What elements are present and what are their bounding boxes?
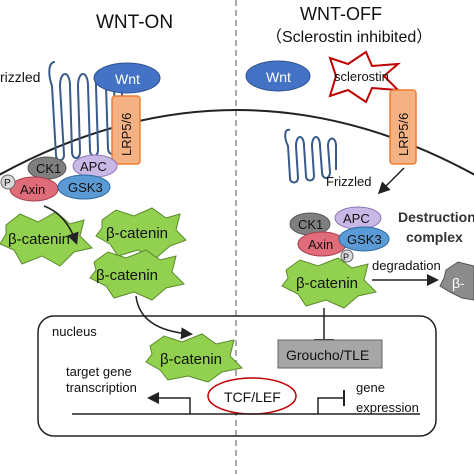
- destruction-label-1: Destruction: [398, 209, 474, 225]
- nucleus-label: nucleus: [52, 324, 97, 339]
- nucleus: [37, 315, 437, 437]
- nucleus-catenin-label: β-catenin: [160, 351, 222, 368]
- arrow-transcription: [147, 392, 191, 414]
- right-panel-title: WNT-OFF: [300, 4, 382, 24]
- right-lrp56: [389, 89, 417, 165]
- gene-expression-label-1: gene: [356, 380, 385, 395]
- target-gene-label-2: transcription: [66, 380, 137, 395]
- right-catenin-label: β-catenin: [296, 275, 358, 292]
- right-frizzled-label: Frizzled: [326, 174, 372, 189]
- left-gsk3: [57, 174, 111, 200]
- right-phosphate-label: P: [343, 252, 349, 262]
- right-frizzled-receptor: [284, 128, 337, 184]
- right-lrp56-label: LRP5/6: [396, 113, 411, 156]
- right-catenin: [281, 257, 377, 309]
- left-lrp56: [111, 95, 141, 165]
- right-phosphate: [340, 249, 354, 263]
- groucho-tle: [277, 339, 383, 369]
- left-axin-label: Axin: [20, 182, 45, 197]
- left-catenin-3-label: β-catenin: [96, 267, 158, 284]
- left-phosphate: [0, 174, 16, 190]
- right-wnt: [245, 60, 311, 92]
- gene-expression-label-2: expression: [356, 400, 419, 415]
- degraded-catenin: [439, 261, 474, 301]
- inhibition-expression: [317, 397, 344, 414]
- right-wnt-label: Wnt: [266, 69, 291, 85]
- nucleus-catenin: [145, 333, 244, 383]
- arrow-catenin-to-nucleus: [135, 295, 193, 340]
- left-catenin-3: [89, 249, 185, 301]
- groucho-tle-label: Groucho/TLE: [286, 347, 369, 363]
- arrow-complex-to-catenin: [43, 205, 79, 245]
- left-phosphate-label: P: [4, 178, 11, 189]
- left-panel-title: WNT-ON: [96, 12, 173, 33]
- right-panel-subtitle: （Sclerostin inhibited）: [266, 28, 432, 46]
- destruction-label-2: complex: [406, 229, 463, 245]
- target-gene-label-1: target gene: [66, 364, 132, 379]
- right-gsk3-label: GSK3: [347, 232, 382, 247]
- degraded-catenin-label: β-: [452, 275, 465, 291]
- left-apc-label: APC: [80, 159, 107, 174]
- left-frizzled-label: rizzled: [0, 69, 40, 85]
- left-wnt: [93, 62, 161, 94]
- left-catenin-2-label: β-catenin: [106, 225, 168, 242]
- right-ck1-label: CK1: [298, 217, 323, 232]
- sclerostin-label: sclerostin: [334, 69, 389, 84]
- tcf-lef-label: TCF/LEF: [224, 389, 281, 405]
- right-gsk3: [338, 226, 390, 252]
- left-catenin-1-label: β-catenin: [8, 231, 70, 248]
- left-wnt-label: Wnt: [115, 71, 140, 87]
- left-ck1-label: CK1: [36, 161, 61, 176]
- left-gsk3-label: GSK3: [68, 180, 103, 195]
- right-axin-label: Axin: [308, 237, 333, 252]
- left-lrp56-label: LRP5/6: [119, 113, 134, 156]
- left-catenin-1: [0, 211, 93, 267]
- right-apc-label: APC: [343, 211, 370, 226]
- arrow-lrp-to-complex: [377, 167, 405, 195]
- degradation-label: degradation: [372, 258, 441, 273]
- left-catenin-2: [95, 207, 187, 259]
